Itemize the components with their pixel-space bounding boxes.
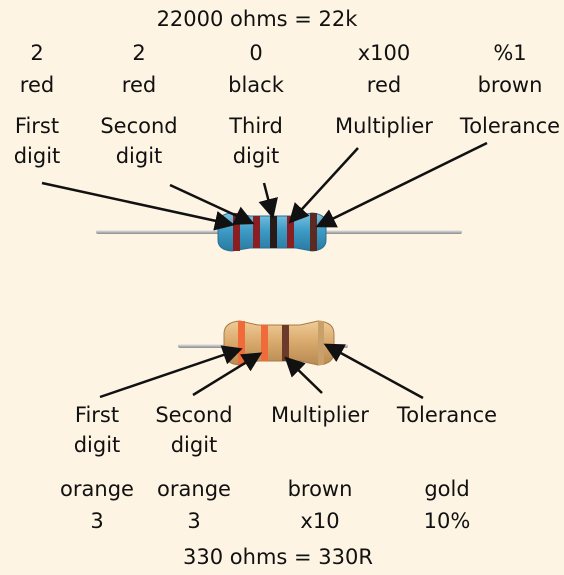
top-band1-color-name: red — [19, 73, 55, 97]
top-resistor — [96, 212, 462, 252]
bottom-arrow-tolerance — [323, 343, 424, 400]
bottom-band4-value: 10% — [423, 509, 471, 533]
bottom-band2-label1: Second — [155, 403, 233, 427]
top-arrow-first-digit — [41, 181, 235, 231]
bottom-arrow-multiplier — [284, 356, 323, 394]
top-band5-value: %1 — [493, 41, 527, 65]
bottom-band1-label2: digit — [73, 433, 121, 457]
bottom-band3-label1: Multiplier — [271, 403, 369, 427]
top-band2-value: 2 — [132, 41, 146, 65]
bottom-band1-value: 3 — [90, 509, 104, 533]
top-arrow-tolerance — [315, 141, 488, 228]
top-band1-label1: First — [14, 114, 60, 138]
bottom-arrow-first-digit — [99, 345, 243, 399]
top-band4-label1: Multiplier — [335, 114, 433, 138]
bottom-band-3 — [282, 325, 289, 361]
top-band1-label2: digit — [13, 144, 61, 168]
bottom-arrow-second-digit — [192, 352, 263, 397]
bottom-band2-color-name: orange — [157, 477, 231, 501]
top-band-5 — [310, 213, 317, 251]
top-arrow-third-digit — [258, 182, 278, 219]
top-band-3 — [270, 216, 277, 248]
bottom-band-4 — [318, 321, 324, 365]
bottom-band-1 — [238, 321, 245, 365]
bottom-band1-color-name: orange — [60, 477, 134, 501]
bottom-band-2 — [261, 325, 268, 361]
top-band3-value: 0 — [249, 41, 263, 65]
top-title: 22000 ohms = 22k — [156, 7, 358, 31]
top-band2-color-name: red — [121, 73, 157, 97]
top-band1-value: 2 — [30, 41, 44, 65]
top-band3-label1: Third — [229, 114, 283, 138]
top-band5-color-name: brown — [477, 73, 543, 97]
top-band-1 — [233, 213, 240, 251]
bottom-band2-label2: digit — [170, 433, 218, 457]
top-band2-label2: digit — [115, 144, 163, 168]
top-band-4 — [287, 216, 294, 248]
top-arrow-second-digit — [169, 183, 255, 225]
top-band3-label2: digit — [232, 144, 280, 168]
bottom-resistor — [178, 320, 348, 366]
bottom-band2-value: 3 — [187, 509, 201, 533]
top-band-2 — [253, 216, 260, 248]
top-arrows — [41, 141, 488, 231]
bottom-band3-color-name: brown — [287, 477, 353, 501]
top-band5-label1: Tolerance — [459, 114, 561, 138]
top-arrow-multiplier — [288, 147, 359, 224]
bottom-band3-value: x10 — [300, 509, 340, 533]
bottom-band4-label1: Tolerance — [396, 403, 498, 427]
top-band3-color-name: black — [228, 73, 284, 97]
top-band4-color-name: red — [366, 73, 402, 97]
bottom-band4-color-name: gold — [424, 477, 470, 501]
top-band4-value: x100 — [357, 41, 411, 65]
top-band2-label1: Second — [100, 114, 178, 138]
bottom-band1-label1: First — [74, 403, 120, 427]
bottom-title: 330 ohms = 330R — [183, 545, 373, 569]
bottom-arrows — [99, 343, 424, 400]
